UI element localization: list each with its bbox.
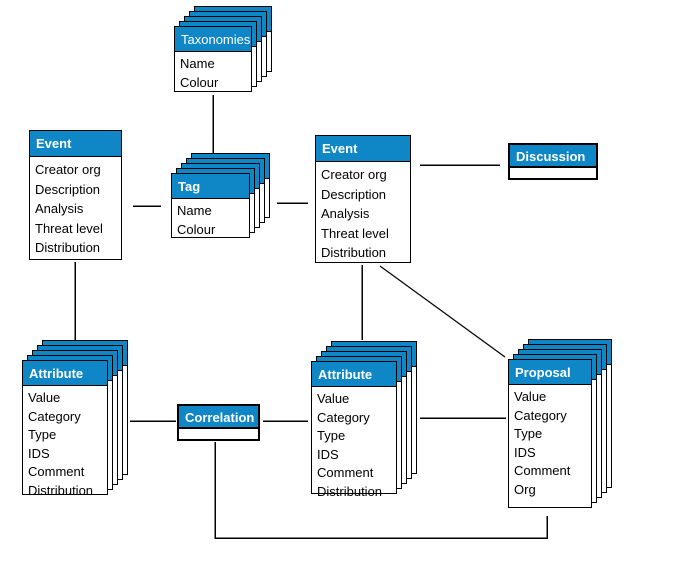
field-label: IDS	[28, 445, 50, 461]
entity-tag-card: Tag Name Colour	[171, 173, 250, 238]
entity-attribute-main: Attribute Value Category Type IDS Commen…	[311, 341, 417, 499]
entity-event-left-title: Event	[30, 131, 121, 157]
field-label: Distribution	[317, 483, 383, 499]
field-label: Comment	[28, 464, 85, 479]
field-label: Type	[317, 428, 346, 443]
field-label: Type	[28, 427, 57, 442]
field-label: Distribution	[321, 245, 387, 260]
entity-event-main-card: Event Creator org Description Analysis T…	[315, 135, 411, 263]
entity-event-main-title: Event	[316, 136, 410, 162]
entity-attribute-main-card: Attribute Value Category Type IDS Commen…	[311, 361, 397, 499]
entity-discussion-card: Discussion	[508, 143, 598, 180]
field-label: Value	[317, 391, 350, 406]
field-label: Category	[514, 407, 567, 423]
entity-event-left: Event Creator org Description Analysis T…	[29, 130, 122, 260]
entity-proposal-card: Proposal Value Category Type IDS Comment…	[508, 359, 592, 508]
entity-correlation: Correlation	[177, 404, 260, 441]
field-label: Creator org	[35, 162, 101, 177]
field-label: Comment	[317, 465, 374, 480]
entity-proposal: Proposal Value Category Type IDS Comment…	[508, 339, 612, 508]
field-label: Org	[514, 481, 536, 497]
entity-taxonomies-title: Taxonomies	[175, 27, 251, 52]
entity-attribute-left-card: Attribute Value Category Type IDS Commen…	[22, 360, 108, 498]
field-label: Category	[28, 408, 81, 424]
field-label: IDS	[317, 446, 339, 462]
field-label: Distribution	[35, 240, 101, 255]
field-label: Name	[180, 56, 215, 71]
field-label: Analysis	[321, 206, 370, 221]
field-label: Creator org	[321, 167, 387, 182]
field-label: IDS	[514, 444, 536, 460]
entity-discussion: Discussion	[508, 143, 598, 180]
entity-proposal-title: Proposal	[509, 360, 591, 385]
entity-event-main: Event Creator org Description Analysis T…	[315, 135, 411, 263]
field-label: Threat level	[35, 220, 103, 236]
entity-correlation-card: Correlation	[177, 404, 260, 441]
entity-discussion-title: Discussion	[510, 145, 596, 168]
entity-tag: Tag Name Colour	[171, 153, 270, 238]
field-label: Name	[177, 203, 212, 218]
entity-event-left-card: Event Creator org Description Analysis T…	[29, 130, 122, 260]
entity-attribute-left: Attribute Value Category Type IDS Commen…	[22, 340, 128, 498]
field-label: Colour	[180, 74, 219, 90]
field-label: Colour	[177, 221, 216, 237]
field-label: Distribution	[28, 482, 94, 498]
entity-taxonomies: Taxonomies Name Colour	[174, 6, 272, 92]
field-label: Description	[321, 186, 387, 202]
entity-taxonomies-card: Taxonomies Name Colour	[174, 26, 252, 92]
field-label: Threat level	[321, 225, 389, 241]
entity-attribute-left-title: Attribute	[23, 361, 107, 386]
entity-attribute-main-title: Attribute	[312, 362, 396, 387]
field-label: Value	[28, 390, 61, 405]
field-label: Analysis	[35, 201, 84, 216]
field-label: Type	[514, 426, 543, 441]
entity-correlation-title: Correlation	[179, 406, 258, 429]
field-label: Value	[514, 389, 547, 404]
field-label: Comment	[514, 463, 571, 478]
entity-tag-title: Tag	[172, 174, 249, 199]
field-label: Category	[317, 409, 370, 425]
field-label: Description	[35, 181, 101, 197]
